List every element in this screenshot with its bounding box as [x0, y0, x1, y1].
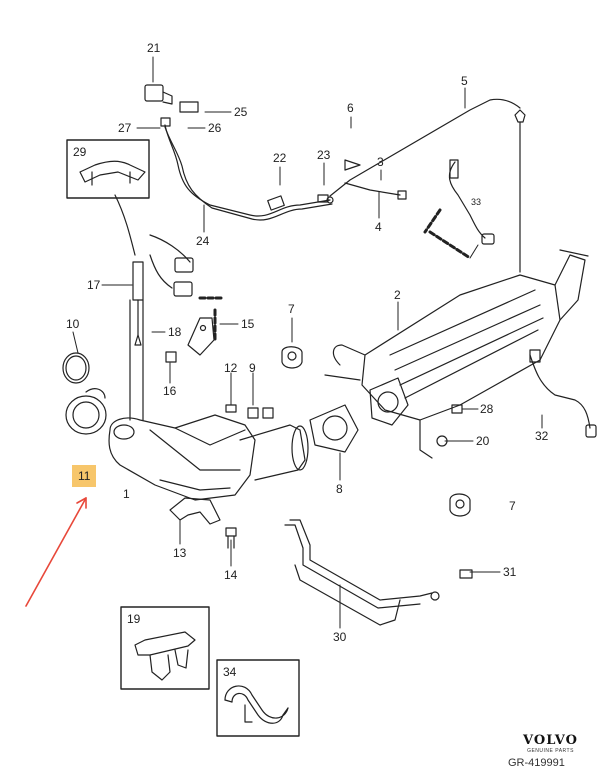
brand-logo-block: VOLVO GENUINE PARTS [523, 733, 578, 754]
callout-28: 28 [480, 402, 494, 416]
callout-8: 8 [336, 482, 343, 496]
red-arrow [25, 497, 87, 607]
clamp-10 [62, 352, 90, 384]
callout-17: 17 [87, 278, 101, 292]
callout-24: 24 [196, 234, 210, 248]
front-pipe-1 [108, 414, 309, 501]
diagram-reference: GR-419991 [508, 757, 565, 769]
callout-21: 21 [147, 41, 161, 55]
rubber-hanger-7b [449, 493, 471, 517]
callout-3: 3 [377, 155, 384, 169]
brand-logo: VOLVO [523, 733, 578, 748]
inset-19-frame [120, 606, 210, 690]
wiring-harness-5 [329, 98, 526, 273]
callout-26: 26 [208, 121, 222, 135]
gasket-11 [65, 388, 107, 435]
callout-11-highlighted: 11 [72, 465, 97, 487]
heat-shield-30 [284, 519, 440, 626]
inset-label-29: 29 [73, 145, 87, 159]
callout-4: 4 [375, 220, 382, 234]
brand-sub: GENUINE PARTS [527, 748, 574, 754]
callout-20: 20 [476, 434, 490, 448]
callout-9: 9 [249, 361, 256, 375]
callout-10: 10 [66, 317, 80, 331]
clip-29 [79, 160, 146, 186]
callout-16: 16 [163, 384, 177, 398]
callout-32: 32 [535, 429, 549, 443]
inset-29-frame [66, 139, 150, 199]
callout-7a: 7 [288, 302, 295, 316]
lambda-sensor-17 [114, 194, 224, 421]
callout-15: 15 [241, 317, 255, 331]
gasket-8 [309, 377, 409, 453]
callout-31: 31 [503, 565, 517, 579]
diesel-particulate-filter-2 [324, 249, 589, 459]
callout-14: 14 [224, 568, 238, 582]
leader-lines [72, 56, 543, 629]
bolts [165, 351, 473, 579]
callout-1: 1 [123, 487, 130, 501]
callout-12: 12 [224, 361, 238, 375]
bracket-15 [187, 317, 215, 356]
callout-30: 30 [333, 630, 347, 644]
connector-21 [144, 84, 199, 127]
callout-18: 18 [168, 325, 182, 339]
callout-5: 5 [461, 74, 468, 88]
inset-label-19: 19 [127, 612, 141, 626]
clamp-34 [224, 685, 289, 724]
oxygen-sensor-33 [423, 159, 495, 260]
callout-22: 22 [273, 151, 287, 165]
inset-34-frame [216, 659, 300, 737]
inset-label-34: 34 [223, 665, 237, 679]
callout-6: 6 [347, 101, 354, 115]
clip-19 [134, 631, 196, 681]
bracket-13 [169, 497, 221, 525]
rubber-hanger-7a [281, 346, 303, 369]
callout-7b: 7 [509, 499, 516, 513]
callout-2: 2 [394, 288, 401, 302]
callout-13: 13 [173, 546, 187, 560]
callout-27: 27 [118, 121, 132, 135]
callout-25: 25 [234, 105, 248, 119]
wiring-harness-22 [164, 124, 407, 221]
callout-33: 33 [471, 197, 482, 207]
callout-23: 23 [317, 148, 331, 162]
sensor-32 [529, 349, 597, 438]
